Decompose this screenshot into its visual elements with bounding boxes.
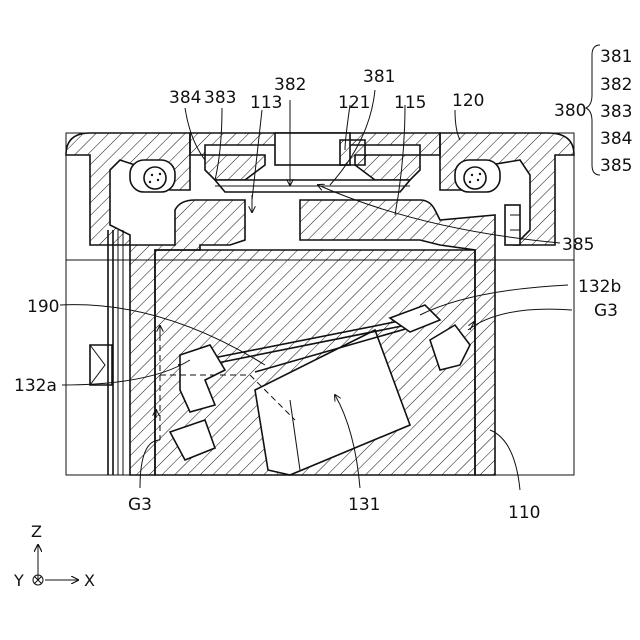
label-383: 383: [204, 88, 236, 108]
label-120: 120: [452, 91, 484, 111]
bracket-item-382: 382: [600, 75, 632, 95]
label-115: 115: [394, 93, 426, 113]
label-382: 382: [274, 75, 306, 95]
brace-380: [586, 45, 600, 175]
label-132a: 132a: [14, 376, 57, 396]
label-121: 121: [338, 93, 370, 113]
axis-triad: Z X Y: [13, 522, 95, 590]
label-190: 190: [27, 297, 59, 317]
label-385-lower: 385: [562, 235, 594, 255]
label-110: 110: [508, 503, 540, 523]
label-113: 113: [250, 93, 282, 113]
bracket-item-385: 385: [600, 156, 632, 176]
seal-right: [455, 160, 500, 192]
axis-label-x: X: [84, 571, 95, 590]
axis-label-y: Y: [13, 571, 24, 590]
label-381: 381: [363, 67, 395, 87]
label-g3-right: G3: [594, 301, 618, 321]
bracket-item-381: 381: [600, 47, 632, 67]
right-post: [505, 205, 520, 245]
label-g3-left: G3: [128, 495, 152, 515]
seal-left: [130, 160, 175, 192]
bracket-item-383: 383: [600, 102, 632, 122]
label-384: 384: [169, 88, 201, 108]
bracket-item-384: 384: [600, 129, 632, 149]
label-380: 380: [554, 101, 586, 121]
label-131: 131: [348, 495, 380, 515]
axis-label-z: Z: [31, 522, 42, 541]
label-132b: 132b: [578, 277, 621, 297]
